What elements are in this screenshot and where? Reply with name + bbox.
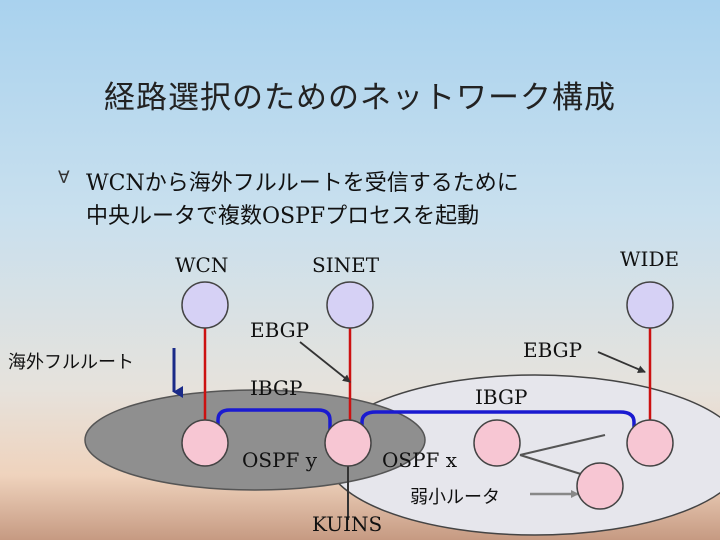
border-router-wide-node: [626, 419, 674, 467]
wcn-router-node: [181, 281, 229, 329]
label-ospf-x: OSPF x: [382, 448, 458, 472]
ibgp-link-right: [360, 410, 636, 430]
label-weak-router: 弱小ルータ: [410, 487, 500, 508]
sinet-router-node: [326, 281, 374, 329]
label-full-route: 海外フルルート: [8, 352, 134, 373]
router-node-3: [473, 419, 521, 467]
bullet-text-line-2: 中央ルータで複数OSPFプロセスを起動: [86, 204, 480, 229]
label-ebgp-left: EBGP: [250, 318, 310, 342]
label-ibgp-left: IBGP: [250, 376, 303, 400]
weak-router-node: [576, 462, 624, 510]
label-wcn: WCN: [175, 253, 229, 277]
bullet-text-line-1: WCNから海外フルルートを受信するために: [86, 171, 519, 196]
weak-router-link-2: [519, 434, 606, 456]
ebgp-left-arrow: [299, 341, 351, 383]
ebgp-right-arrow: [597, 351, 646, 373]
label-kuins: KUINS: [312, 512, 383, 536]
ospf-y-area: [84, 389, 426, 491]
bullet-icon: ∀: [58, 168, 70, 188]
label-wide: WIDE: [620, 247, 680, 271]
slide-title: 経路選択のためのネットワーク構成: [104, 80, 616, 116]
label-sinet: SINET: [312, 253, 380, 277]
wide-router-node: [626, 281, 674, 329]
label-ospf-y: OSPF y: [242, 448, 318, 472]
label-ibgp-right: IBGP: [475, 385, 528, 409]
central-router-node: [324, 419, 372, 467]
border-router-wcn-node: [181, 419, 229, 467]
label-ebgp-right: EBGP: [523, 338, 583, 362]
ibgp-link-left: [216, 408, 332, 430]
